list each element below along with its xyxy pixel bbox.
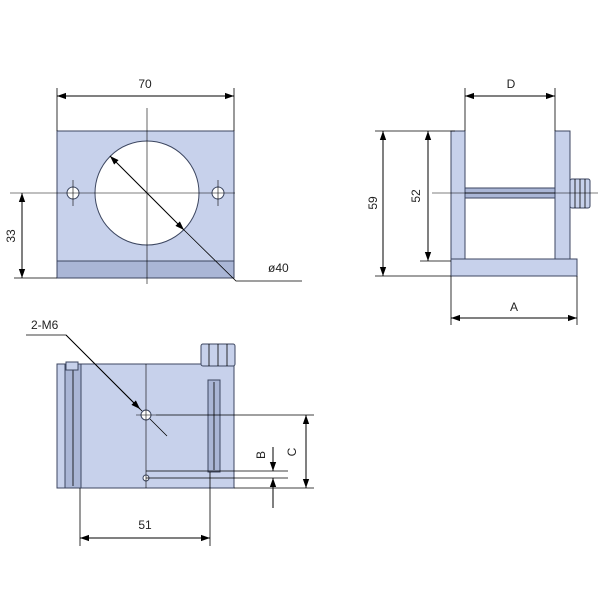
top-small-tab — [65, 361, 79, 371]
side-left-plate — [450, 130, 466, 262]
bore-diameter-line — [109, 155, 185, 231]
top-body — [56, 363, 235, 489]
side-right-plate — [554, 130, 571, 262]
axis-height-label: 52 — [409, 189, 423, 203]
bore-label: ø40 — [268, 261, 289, 275]
spacing-label: 51 — [138, 518, 152, 532]
front-base-strip — [56, 260, 235, 279]
side-base — [450, 258, 578, 277]
base-label: A — [510, 300, 518, 314]
offset-b-label: B — [254, 451, 268, 459]
height-label: 33 — [4, 229, 18, 243]
offset-c-label: C — [285, 447, 299, 456]
top-view: 2-M6 51 B C — [26, 318, 314, 546]
total-height-label: 59 — [366, 196, 380, 210]
bore-leader — [183, 229, 302, 282]
thread-leader-arrow — [65, 334, 141, 410]
thread-label: 2-M6 — [31, 318, 59, 332]
depth-label: D — [507, 77, 516, 91]
thread-leader-tail — [149, 418, 168, 437]
width-label: 70 — [138, 77, 152, 91]
front-view: 70 33 ø40 — [4, 77, 302, 284]
side-view: D 59 52 A — [366, 77, 598, 325]
